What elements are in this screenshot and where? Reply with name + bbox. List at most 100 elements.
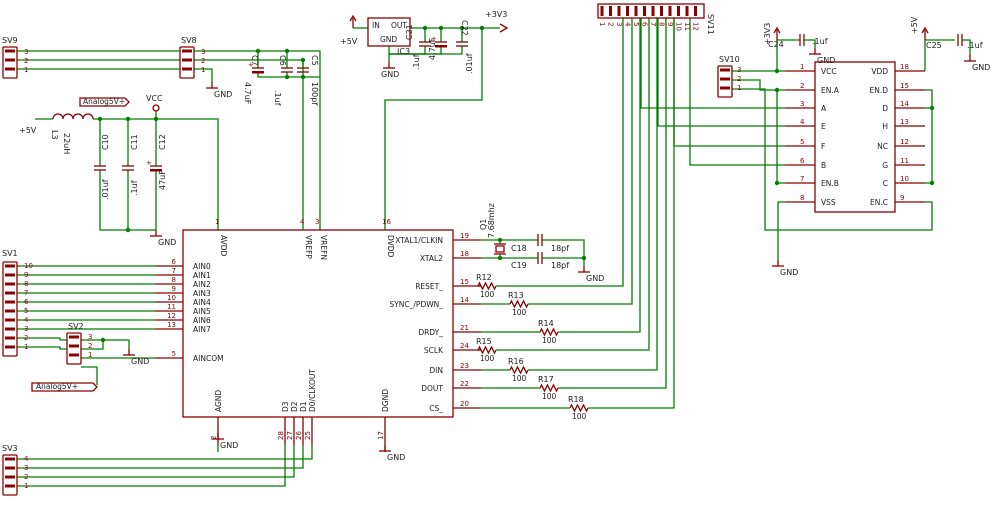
c10-ref: C10 xyxy=(101,134,110,150)
sv9-header xyxy=(2,46,18,79)
u1-pin-num: 6 xyxy=(172,258,177,266)
sv11-signal-wire xyxy=(528,18,658,371)
capacitor-symbol xyxy=(297,67,309,73)
capacitor-symbol: + xyxy=(146,159,162,172)
sv1-pin-num: 5 xyxy=(24,307,28,315)
l3-value: 22uH xyxy=(62,133,71,154)
resistor-value: 100 xyxy=(512,374,527,383)
ground-label: GND xyxy=(214,90,232,99)
u2-pin-label: C xyxy=(883,179,888,188)
resistor-symbol xyxy=(509,299,529,309)
u1-pin-num: 26 xyxy=(295,431,303,440)
sv11-pin-num: 12 xyxy=(692,22,700,31)
sv11-a xyxy=(640,18,785,109)
sv11-pin-num: 1 xyxy=(598,22,606,26)
c24-ref: C24 xyxy=(768,40,784,49)
u1-pin-label: XTAL2 xyxy=(420,254,443,263)
u2-pin-label: NC xyxy=(877,142,888,151)
ground-label: GND xyxy=(817,56,835,65)
u2-pin-num: 10 xyxy=(900,175,909,183)
c6-value: .1uf xyxy=(273,90,282,106)
sv2-pin-num: 1 xyxy=(88,351,92,359)
p3v3-arrow-right xyxy=(773,26,781,40)
sv3-pin-num: 4 xyxy=(24,455,29,463)
sv3-pin-num: 3 xyxy=(24,464,28,472)
c12-value: 47uF xyxy=(158,170,167,190)
resistor-symbol xyxy=(477,281,497,291)
u1-pin-label: AVDD xyxy=(219,235,228,257)
sv11-pin-num: 11 xyxy=(683,22,691,31)
sv2-pin-num: 3 xyxy=(88,333,92,341)
sv1-pin-num: 3 xyxy=(24,325,28,333)
u2-pin-label: D xyxy=(882,104,888,113)
u1-pin-aincom-label: AINCOM xyxy=(193,354,224,363)
u1-pin-label: DRDY_ xyxy=(418,328,443,337)
schematic-labels: AIN06AIN17AIN28AIN39AIN410AIN511AIN612AI… xyxy=(2,10,990,490)
capacitor-symbol: + xyxy=(431,35,447,48)
p3v3-arrow xyxy=(499,23,509,33)
sv2-header xyxy=(66,332,82,365)
sv11-name: SV11 xyxy=(706,14,715,35)
c18-ref: C18 xyxy=(511,244,527,253)
u1-pin-num: 25 xyxy=(304,431,312,440)
u2-pin-label: EN.A xyxy=(821,86,840,95)
ground-symbol xyxy=(150,230,162,237)
resistor-symbol xyxy=(509,365,529,375)
u1-pin-label: D0/CLKOUT xyxy=(308,369,317,412)
sv11-signal-wire xyxy=(558,18,641,333)
avdd-net xyxy=(93,118,219,230)
u1-pin-ain7-label: AIN7 xyxy=(193,325,211,334)
sv8-pin-num: 1 xyxy=(201,66,205,74)
u1-pin-num: 8 xyxy=(172,276,176,284)
u2-pin-num: 2 xyxy=(800,82,804,90)
sv10-name: SV10 xyxy=(719,55,740,64)
u1-pin-num: 3 xyxy=(315,218,319,226)
sv8-header xyxy=(179,46,195,79)
p3v3-label: +3V3 xyxy=(485,10,507,19)
resistor-value: 100 xyxy=(542,336,557,345)
c25-value: .1uf xyxy=(967,41,983,50)
u2-pin-num: 9 xyxy=(900,194,904,202)
ground-symbol xyxy=(772,260,784,267)
vcc-terminal xyxy=(152,104,160,112)
u1-pin-ain5-label: AIN5 xyxy=(193,307,211,316)
resistor-value: 100 xyxy=(480,290,495,299)
wire xyxy=(81,340,104,350)
c19-ref: C19 xyxy=(511,261,527,270)
ground-label: GND xyxy=(586,274,604,283)
u1-pin-num: 11 xyxy=(167,303,176,311)
resistor-ref: R14 xyxy=(538,319,554,328)
en-c-loop xyxy=(732,88,933,231)
dout-bus-wire xyxy=(17,445,295,478)
sv1-pin-num: 1 xyxy=(24,343,28,351)
c10-value: .01uf xyxy=(101,179,110,200)
c24-value: .1uf xyxy=(812,37,828,46)
junction-dot xyxy=(300,74,306,80)
u2-pin-num: 8 xyxy=(800,194,804,202)
sv1-to-sv2 xyxy=(17,337,67,341)
p5v-label: +5V xyxy=(19,126,37,135)
sv1-pin-num: 6 xyxy=(24,298,29,306)
u2-pin-num: 1 xyxy=(800,63,804,71)
c5-value: 100pf xyxy=(310,82,319,105)
ground-symbol xyxy=(212,433,224,440)
u2-pin-num: 14 xyxy=(900,100,909,108)
u1-pin-num: 28 xyxy=(277,431,285,440)
u1-pin-ain1-label: AIN1 xyxy=(193,271,211,280)
sv10-header xyxy=(717,65,733,98)
sv11-header xyxy=(597,3,705,19)
resistor-value: 100 xyxy=(480,354,495,363)
c21-ref: C21 xyxy=(405,24,414,40)
vss-gnd xyxy=(777,201,785,260)
u1-pin-label: DVDD xyxy=(386,235,395,258)
u2-pin-num: 13 xyxy=(900,118,909,126)
analog5v-tag-bottom xyxy=(31,382,98,392)
u1-pin-num: 2 xyxy=(210,436,218,440)
ground-symbol xyxy=(964,55,976,62)
resistor-symbol xyxy=(477,345,497,355)
u1-pin-num: 5 xyxy=(172,350,176,358)
analog5v-label-bottom: Analog5V+ xyxy=(36,382,78,391)
dout-bus-wire xyxy=(17,445,304,469)
u1-pin-num: 20 xyxy=(460,400,469,408)
analog-gnd-rail xyxy=(99,170,156,231)
